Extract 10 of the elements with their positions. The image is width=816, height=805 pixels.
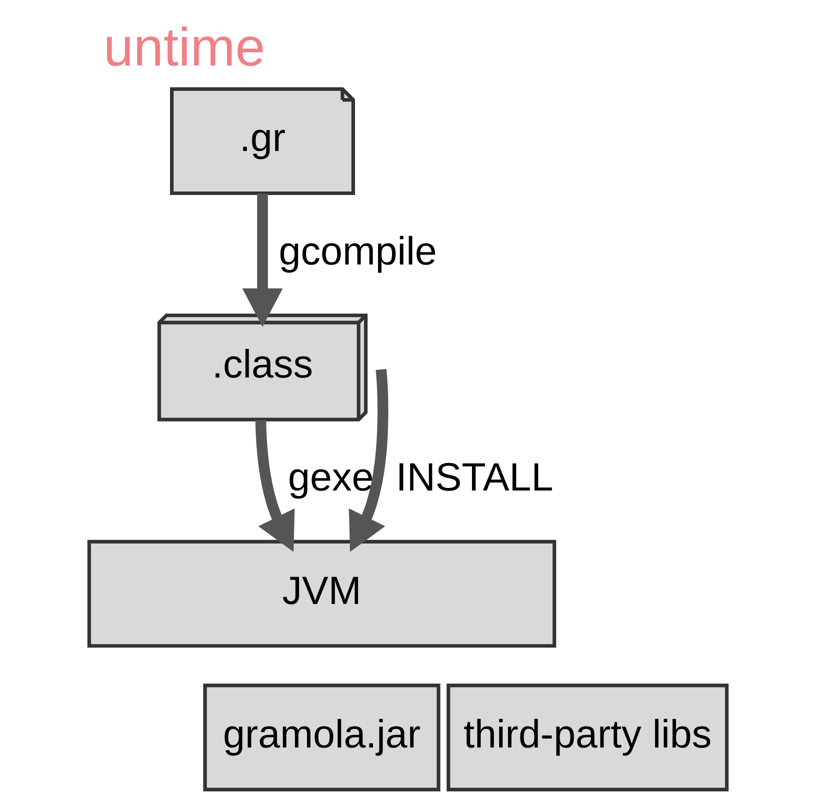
edge-label: gcompile [278, 229, 437, 274]
edge-label: gexe [288, 456, 374, 500]
diagram-title: untime [104, 18, 266, 78]
edge-label: INSTALL [396, 456, 554, 500]
node-box: gramola.jar [203, 684, 440, 792]
arrow [255, 420, 295, 552]
node-box: third-party libs [446, 684, 729, 792]
node-box: JVM [87, 540, 556, 648]
arrow [242, 194, 283, 327]
arrow [348, 368, 388, 552]
